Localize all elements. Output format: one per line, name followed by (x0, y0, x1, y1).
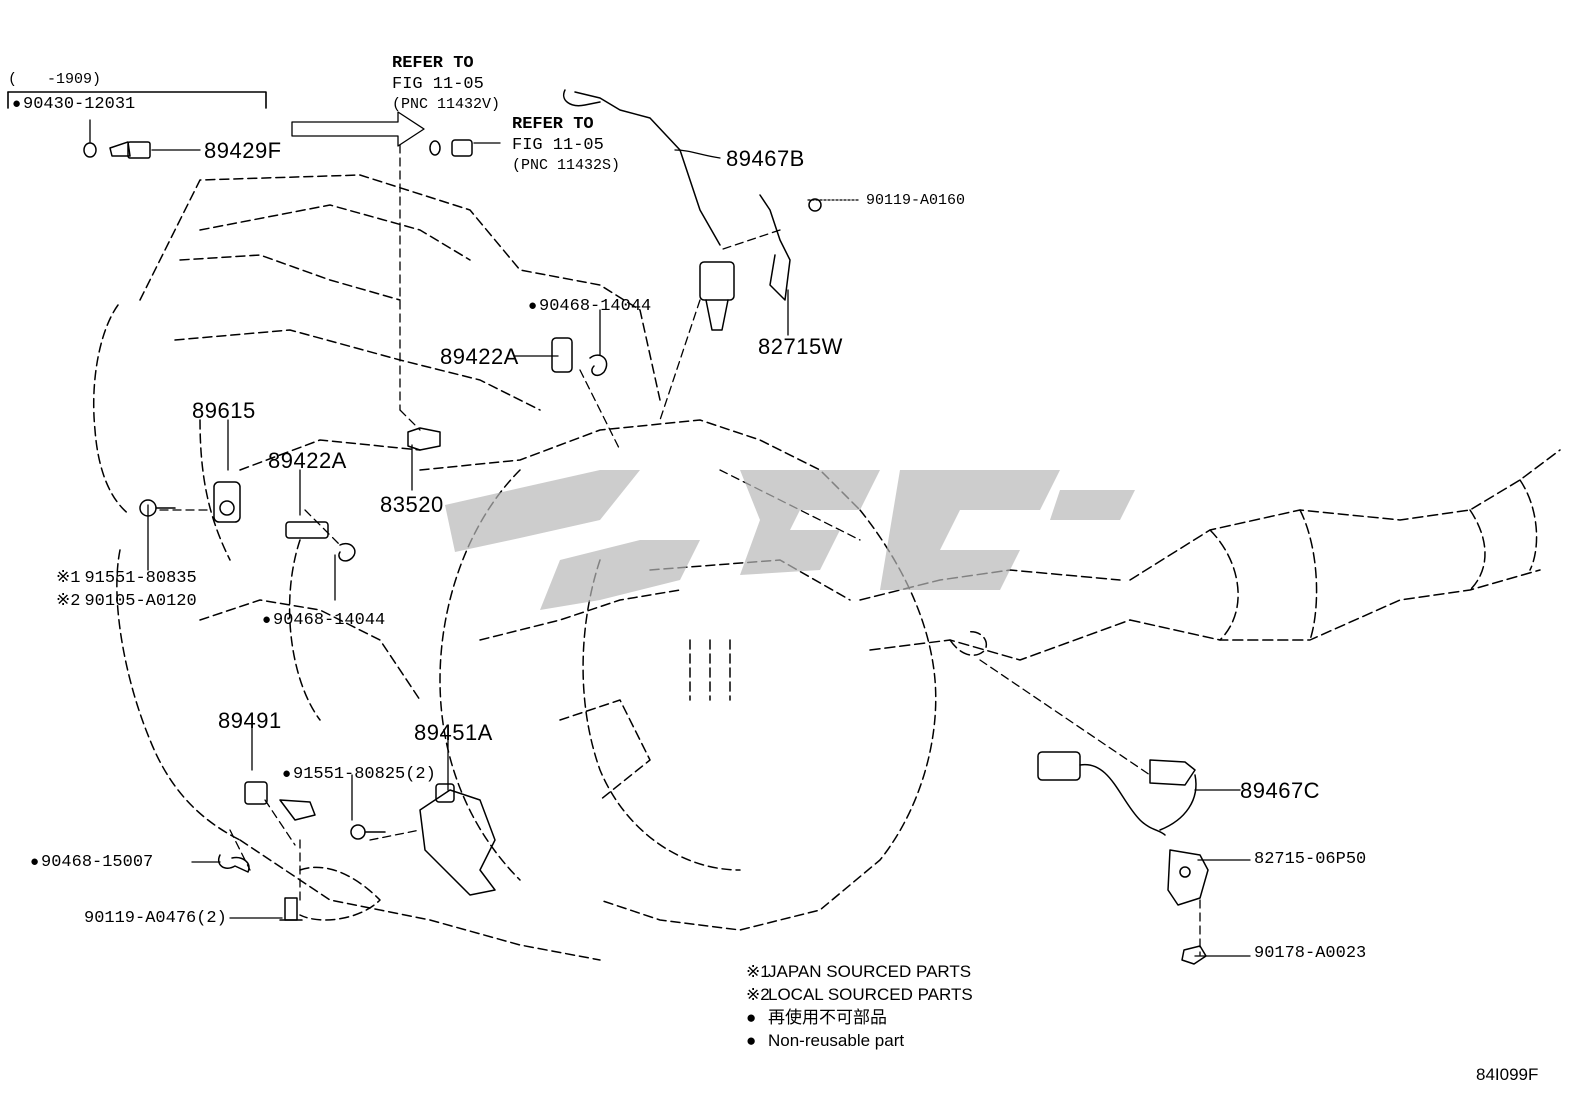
refer-text-2-line1: REFER TO (512, 115, 594, 134)
part-label-89422A-mid[interactable]: 89422A (268, 448, 347, 473)
part-label-82715-06P50[interactable]: 82715-06P50 (1254, 850, 1367, 869)
legend-text-nonreusable-en: Non-reusable part (768, 1031, 905, 1050)
part-sketches (83, 89, 1209, 965)
part-label-89451A[interactable]: 89451A (414, 720, 493, 745)
leader-lines (89, 119, 1251, 957)
refer-text-1-line3: (PNC 11432V) (392, 96, 501, 113)
part-label-82715W[interactable]: 82715W (758, 334, 843, 359)
legend-text-japan: JAPAN SOURCED PARTS (768, 962, 972, 981)
part-label-89467C[interactable]: 89467C (1240, 778, 1321, 803)
part-label-90468-14044-top[interactable]: 90468-14044 (528, 298, 651, 315)
refer-text-1-line2: FIG 11-05 (392, 75, 484, 94)
date-note: ( -1909) (8, 71, 102, 88)
legend-text-local: LOCAL SOURCED PARTS (768, 985, 973, 1004)
connection-lines (159, 144, 1201, 956)
part-label-89615[interactable]: 89615 (192, 398, 256, 423)
legend-mark-1: ※1 (746, 962, 770, 981)
part-number-90105-A0120: 90105-A0120 (84, 592, 197, 611)
part-label-90468-15007[interactable]: 90468-15007 (30, 854, 153, 871)
part-label-90468-14044-mid[interactable]: 90468-14044 (262, 612, 385, 629)
part-label-83520[interactable]: 83520 (380, 492, 444, 517)
refer-text-1-line1: REFER TO (392, 54, 474, 73)
legend-row-japan: ※1JAPAN SOURCED PARTS (746, 963, 973, 980)
engine-block (92, 174, 937, 961)
part-label-89422A-top[interactable]: 89422A (440, 344, 519, 369)
watermark-logo (445, 470, 1135, 610)
part-label-89429F[interactable]: 89429F (204, 138, 282, 163)
legend-row-nonreusable-jp: ● 再使用不可部品 (746, 1009, 973, 1026)
legend-row-local: ※2LOCAL SOURCED PARTS (746, 986, 973, 1003)
refer-text-2-line2: FIG 11-05 (512, 136, 604, 155)
exhaust-pipe (859, 449, 1561, 661)
legend-mark-4: ● (746, 1031, 757, 1050)
local-sourced-mark: ※2 (56, 592, 81, 611)
part-label-90119-A0160[interactable]: 90119-A0160 (866, 192, 966, 209)
refer-arrow (291, 111, 425, 147)
part-label-89491[interactable]: 89491 (218, 708, 282, 733)
part-label-90119-A0476[interactable]: 90119-A0476(2) (84, 909, 227, 928)
legend-mark-2: ※2 (746, 985, 770, 1004)
legend: ※1JAPAN SOURCED PARTS ※2LOCAL SOURCED PA… (746, 963, 973, 1049)
legend-mark-3: ● (746, 1008, 757, 1027)
part-label-91551-80825[interactable]: 91551-80825(2) (282, 766, 436, 783)
diagram-code: 84I099F (1476, 1065, 1539, 1084)
legend-text-nonreusable-jp: 再使用不可部品 (768, 1008, 887, 1027)
part-number-91551-80835: 91551-80835 (84, 569, 197, 588)
note-bracket (7, 91, 267, 109)
part-label-90178-A0023[interactable]: 90178-A0023 (1254, 944, 1367, 963)
japan-sourced-mark: ※1 (56, 569, 81, 588)
part-label-90430-12031[interactable]: 90430-12031 (12, 96, 135, 113)
part-label-89467B[interactable]: 89467B (726, 146, 805, 171)
refer-text-2-line3: (PNC 11432S) (512, 157, 621, 174)
legend-row-nonreusable-en: ● Non-reusable part (746, 1032, 973, 1049)
